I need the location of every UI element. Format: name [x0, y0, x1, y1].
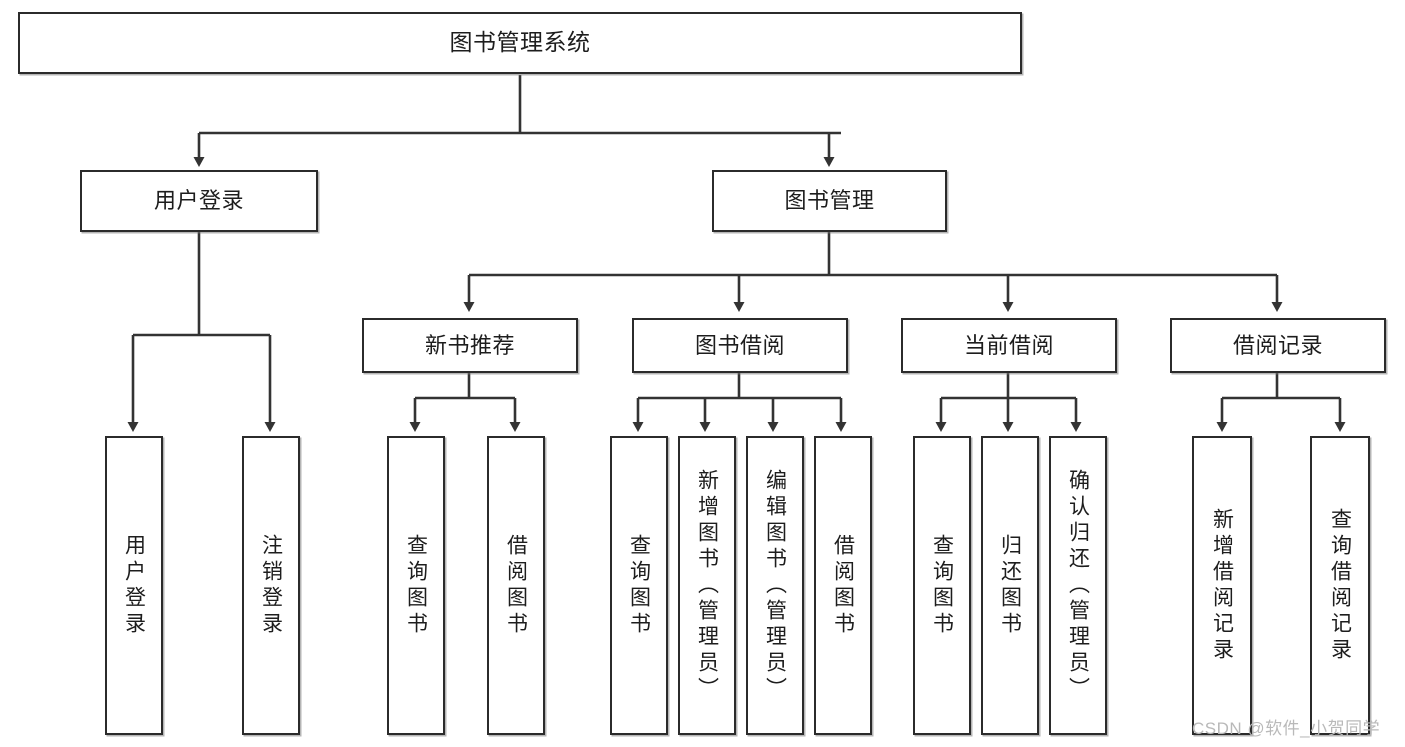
node-leaf-query-book-2[interactable]: 查询图书 [610, 436, 668, 735]
node-root-label: 图书管理系统 [449, 29, 591, 56]
node-leaf-return-book-label: 归还图书 [998, 533, 1022, 638]
node-leaf-logout[interactable]: 注销登录 [242, 436, 300, 735]
node-leaf-borrow-book-1-label: 借阅图书 [504, 533, 528, 638]
node-leaf-borrow-book-2[interactable]: 借阅图书 [814, 436, 872, 735]
node-new-book-rec[interactable]: 新书推荐 [362, 318, 578, 373]
node-leaf-return-book[interactable]: 归还图书 [981, 436, 1039, 735]
node-leaf-query-book-1[interactable]: 查询图书 [387, 436, 445, 735]
node-book-borrow[interactable]: 图书借阅 [632, 318, 848, 373]
node-leaf-add-book[interactable]: 新增图书（管理员） [678, 436, 736, 735]
node-book-manage[interactable]: 图书管理 [712, 170, 947, 232]
node-leaf-confirm-return-label: 确认归还（管理员） [1066, 468, 1090, 703]
node-leaf-add-record-label: 新增借阅记录 [1210, 507, 1234, 664]
csdn-watermark: CSDN @软件_小贺同学 [1192, 719, 1381, 738]
node-user-login[interactable]: 用户登录 [80, 170, 318, 232]
node-leaf-borrow-book-1[interactable]: 借阅图书 [487, 436, 545, 735]
node-leaf-query-record-label: 查询借阅记录 [1328, 507, 1352, 664]
node-leaf-add-book-label: 新增图书（管理员） [695, 468, 719, 703]
node-book-borrow-label: 图书借阅 [694, 332, 785, 358]
node-leaf-edit-book-label: 编辑图书（管理员） [763, 468, 787, 703]
node-root[interactable]: 图书管理系统 [18, 12, 1022, 74]
node-current-borrow[interactable]: 当前借阅 [901, 318, 1117, 373]
node-new-book-rec-label: 新书推荐 [424, 332, 515, 358]
node-leaf-user-login[interactable]: 用户登录 [105, 436, 163, 735]
node-leaf-add-record[interactable]: 新增借阅记录 [1192, 436, 1252, 735]
node-leaf-query-book-3-label: 查询图书 [930, 533, 954, 638]
node-borrow-record-label: 借阅记录 [1232, 332, 1323, 358]
node-leaf-query-book-1-label: 查询图书 [404, 533, 428, 638]
node-user-login-label: 用户登录 [153, 188, 244, 214]
node-leaf-query-book-3[interactable]: 查询图书 [913, 436, 971, 735]
node-current-borrow-label: 当前借阅 [963, 332, 1054, 358]
node-leaf-query-record[interactable]: 查询借阅记录 [1310, 436, 1370, 735]
node-leaf-logout-label: 注销登录 [259, 533, 283, 638]
node-leaf-edit-book[interactable]: 编辑图书（管理员） [746, 436, 804, 735]
node-leaf-user-login-label: 用户登录 [122, 533, 146, 638]
node-book-manage-label: 图书管理 [784, 188, 875, 214]
node-leaf-query-book-2-label: 查询图书 [627, 533, 651, 638]
node-leaf-borrow-book-2-label: 借阅图书 [831, 533, 855, 638]
node-leaf-confirm-return[interactable]: 确认归还（管理员） [1049, 436, 1107, 735]
node-borrow-record[interactable]: 借阅记录 [1170, 318, 1386, 373]
